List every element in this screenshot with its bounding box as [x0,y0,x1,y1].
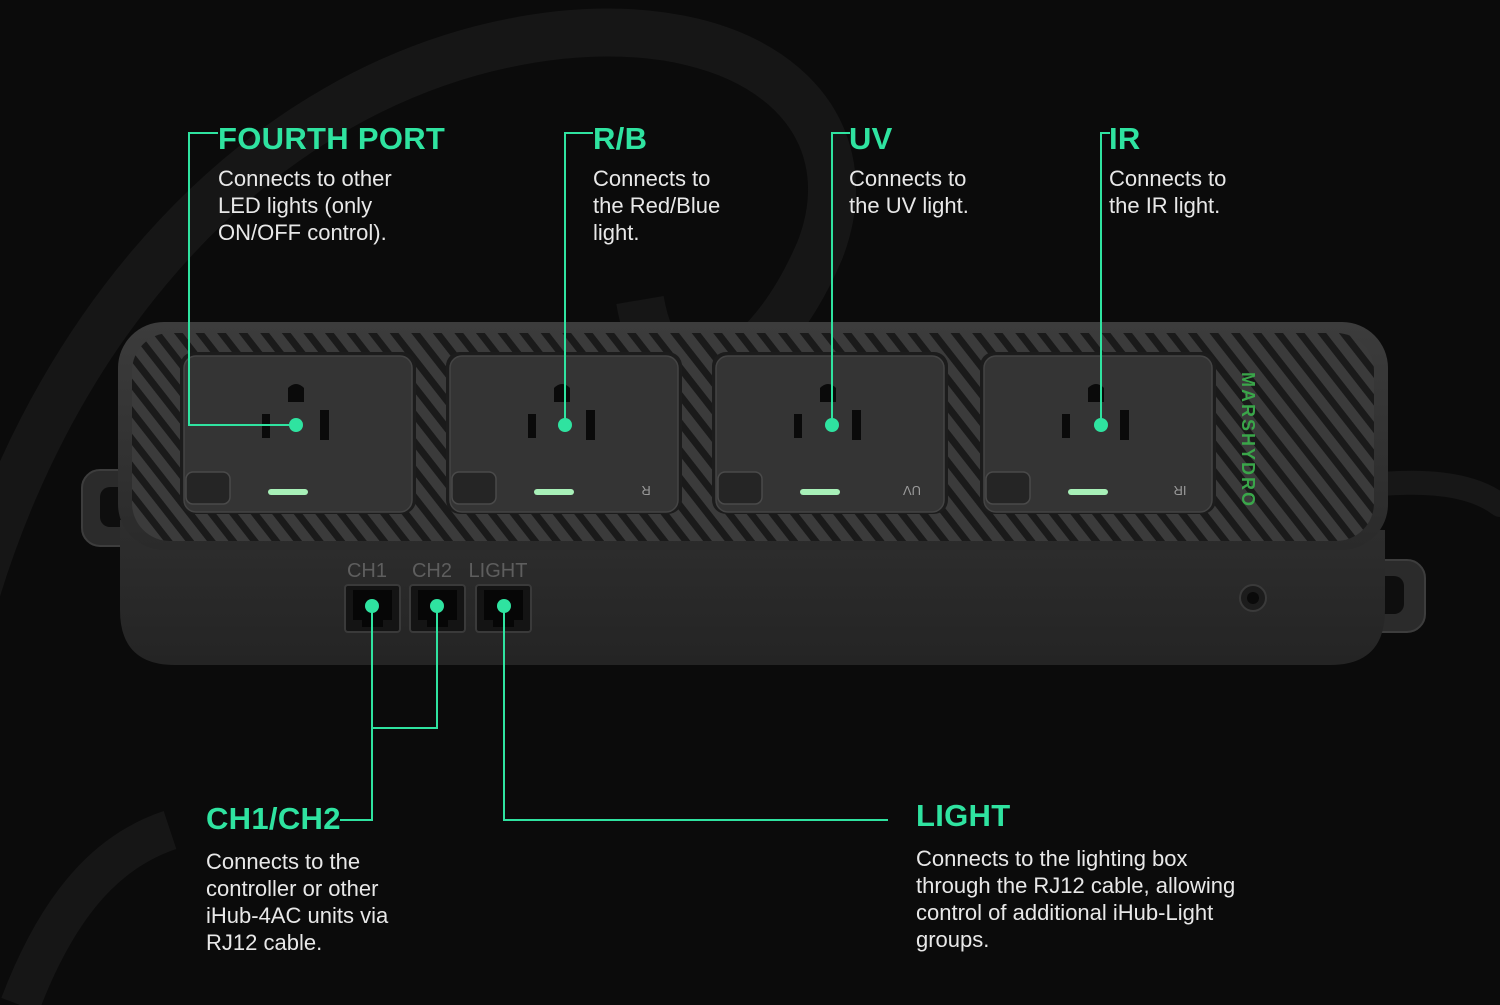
callout-ir: IR Connects to the IR light. [1109,122,1339,219]
leader-rb [564,132,593,425]
port-label: CH1 [347,560,387,582]
outlet-label: R [641,483,650,498]
leader-lines [188,132,1110,821]
dot-fourth-port [289,418,303,432]
outlet-plate [983,355,1213,513]
outlet-2[interactable]: R [446,352,682,514]
outlet-label: IR [1174,483,1187,498]
outlet-plate [715,355,945,513]
status-indicator [268,489,308,495]
callout-description: Connects to the lighting box through the… [916,846,1236,952]
callout-description: Connects to the IR light. [1109,166,1227,218]
leader-uv [831,132,850,425]
status-indicator [1068,489,1108,495]
callout-title: R/B [593,121,648,156]
callout-title: FOURTH PORT [218,121,446,156]
brand-logo: MARSHYDRO [1238,372,1258,508]
outlet-button[interactable] [717,471,763,505]
callout-description: Connects to the Red/Blue light. [593,166,721,245]
port-label: LIGHT [469,560,528,582]
hot-slot [586,410,595,440]
outlet-3[interactable]: UV [712,352,948,514]
callout-description: Connects to other LED lights (only ON/OF… [218,166,392,245]
hot-slot [852,410,861,440]
hot-slot [1120,410,1129,440]
callout-fourth-port: FOURTH PORT Connects to other LED lights… [218,122,518,246]
ground-slot [288,384,304,402]
rj12-port-3[interactable]: LIGHT [469,560,532,633]
port-label: CH2 [412,560,452,582]
rj12-port-group: CH1 CH2 LIGHT [344,560,532,633]
callout-title: LIGHT [916,798,1011,833]
status-indicator [534,489,574,495]
callout-title: IR [1109,121,1141,156]
leader-ch1 [340,606,373,821]
outlet-1[interactable] [180,352,416,514]
leader-fourth-port [188,132,296,426]
dot-rb [558,418,572,432]
neutral-slot [528,414,536,438]
outlet-button[interactable] [185,471,231,505]
neutral-slot [794,414,802,438]
callout-light: LIGHT Connects to the lighting box throu… [916,799,1336,953]
ground-slot [820,384,836,402]
leader-light [503,606,888,821]
outlet-plate [183,355,413,513]
neutral-slot [1062,414,1070,438]
callout-title: CH1/CH2 [206,801,341,836]
hot-slot [320,410,329,440]
ground-slot [554,384,570,402]
callout-rb: R/B Connects to the Red/Blue light. [593,122,823,246]
outlet-4[interactable]: IR [980,352,1216,514]
callout-description: Connects to the UV light. [849,166,969,218]
reset-hole-inner [1247,592,1259,604]
dot-ch2 [430,599,444,613]
leader-ir [1100,132,1110,425]
callout-ch1-ch2: CH1/CH2 Connects to the controller or ot… [206,802,506,956]
leader-dots [289,418,1108,613]
power-cable [1358,470,1500,517]
dot-light [497,599,511,613]
callout-title: UV [849,121,893,156]
status-indicator [800,489,840,495]
outlet-label: UV [903,483,921,498]
leader-ch2 [372,606,438,729]
outlet-button[interactable] [451,471,497,505]
outlet-group: R UV IR [180,352,1216,514]
callout-uv: UV Connects to the UV light. [849,122,1079,219]
dot-uv [825,418,839,432]
outlet-button[interactable] [985,471,1031,505]
callout-description: Connects to the controller or other iHub… [206,849,389,955]
dot-ir [1094,418,1108,432]
dot-ch1 [365,599,379,613]
